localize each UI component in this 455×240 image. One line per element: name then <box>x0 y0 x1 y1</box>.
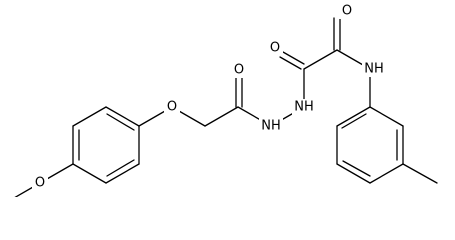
bond-ch2-carbonyl <box>204 106 239 127</box>
bonds <box>14 17 438 197</box>
bond-ring1-c <box>105 106 140 127</box>
atom-nh-2: NH <box>292 99 316 115</box>
bond-ring1-e-inner <box>106 159 135 177</box>
structure-diagram: O O O NH NH O O NH <box>14 3 438 197</box>
atom-o-methoxy: O <box>32 175 48 191</box>
atom-label-nh-2: NH <box>294 100 314 115</box>
atom-o-carbonyl-1: O <box>231 62 247 78</box>
bond-ring1-f <box>72 163 107 184</box>
bond-ring2-methyl <box>402 163 438 184</box>
atom-label-o-carbonyl-2: O <box>270 41 280 56</box>
atom-label-nh-1: NH <box>261 119 281 134</box>
bond-carbonyl2-o-b <box>282 51 305 65</box>
bond-ring2-a <box>336 106 371 127</box>
bond-carbonyl2-o-a <box>279 56 302 70</box>
atom-o-ether: O <box>164 99 180 115</box>
atom-label-o-methoxy: O <box>35 176 45 191</box>
atom-labels: O O O NH NH O O NH <box>32 3 386 191</box>
bond-ring1-e <box>105 163 140 184</box>
bond-ring2-d <box>369 163 404 184</box>
atom-label-nh-amide: NH <box>364 62 384 77</box>
atom-nh-amide: NH <box>362 61 386 77</box>
bond-carbonyl2-carbonyl3 <box>303 49 338 70</box>
bond-ring2-a-inner <box>341 113 367 129</box>
bond-ring1-b <box>72 106 107 127</box>
bond-ring2-c-inner <box>342 160 371 177</box>
bond-ring1-c-inner <box>106 113 135 131</box>
atom-o-carbonyl-2: O <box>267 40 283 56</box>
atom-nh-1: NH <box>259 118 283 134</box>
atom-o-carbonyl-3: O <box>339 3 355 19</box>
atom-label-o-carbonyl-3: O <box>342 4 352 19</box>
atom-label-o-carbonyl-1: O <box>234 63 244 78</box>
atom-label-o-ether: O <box>167 100 177 115</box>
bond-ring2-f <box>369 106 404 127</box>
bond-ring2-c <box>336 163 371 184</box>
